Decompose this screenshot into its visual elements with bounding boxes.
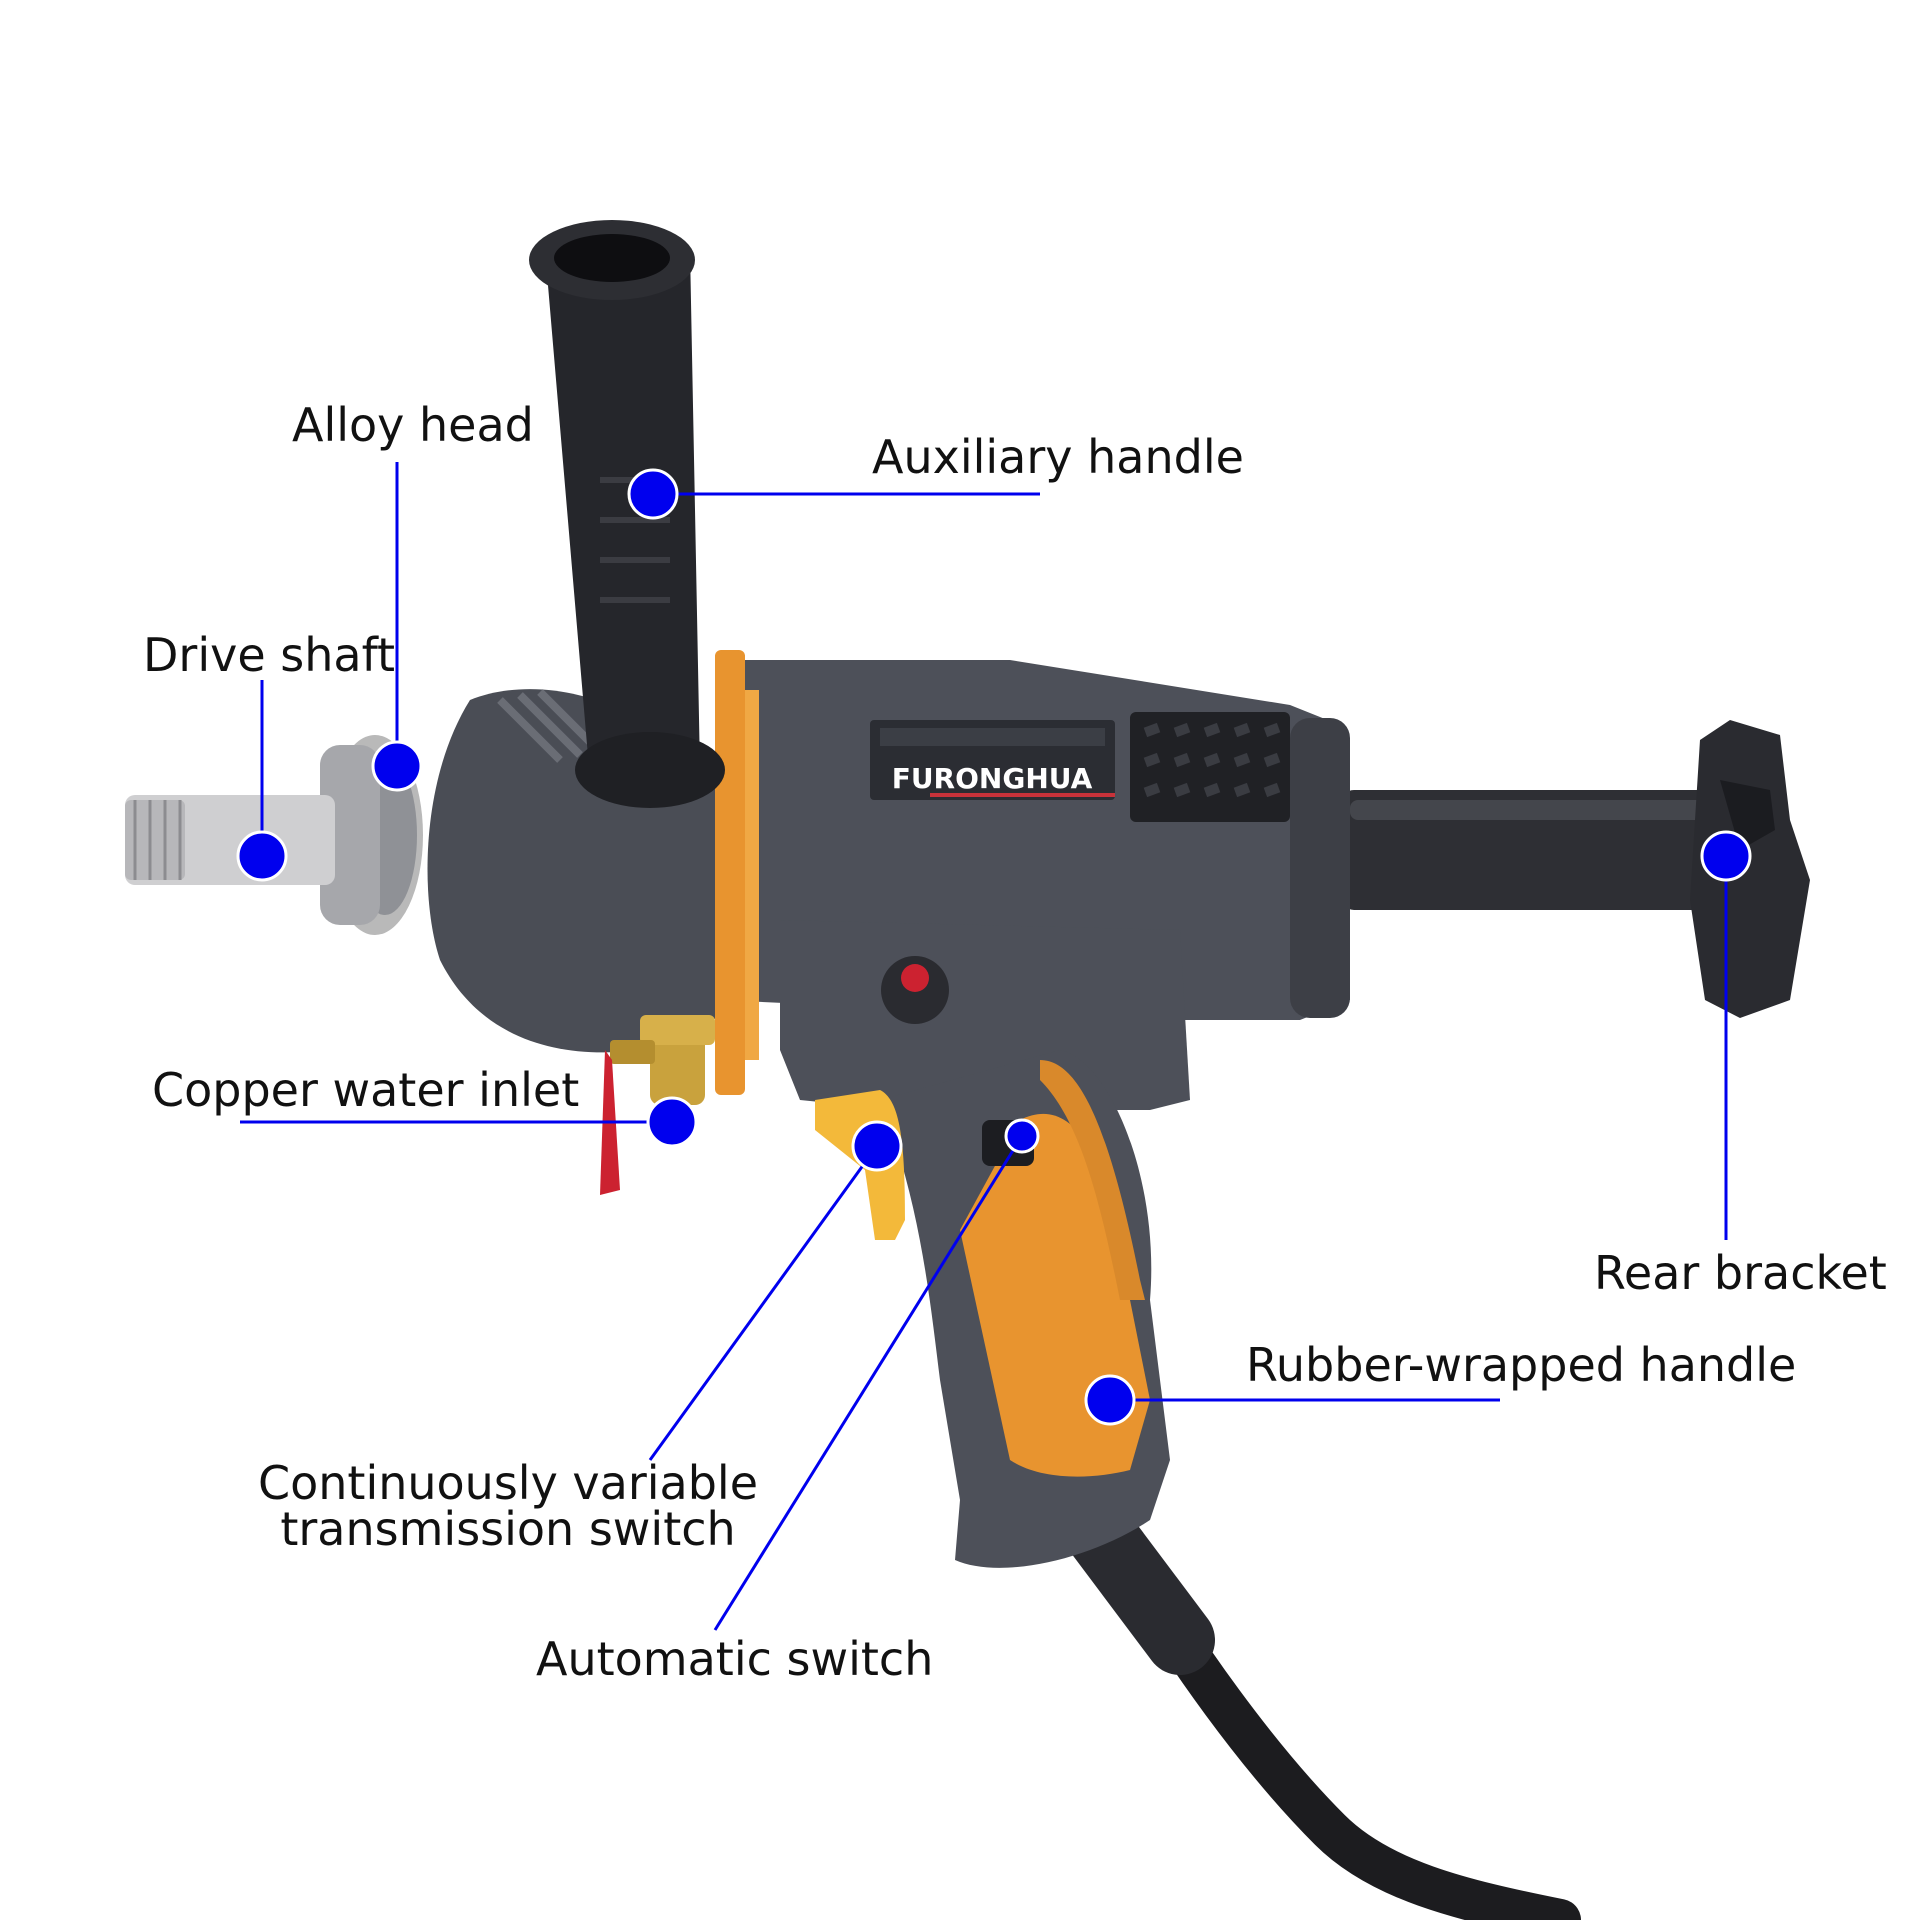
dot-icon xyxy=(851,1120,903,1172)
water-inlet-body xyxy=(650,1030,705,1105)
rear-bar-highlight xyxy=(1350,800,1730,820)
label-rubber-wrapped-handle: Rubber-wrapped handle xyxy=(1246,1338,1797,1392)
orange-collar-upper xyxy=(715,650,745,1095)
label-automatic-switch: Automatic switch xyxy=(536,1632,934,1686)
brand-text: FURONGHUA xyxy=(892,762,1093,795)
water-inlet-valve-stem xyxy=(610,1040,655,1064)
dot-icon xyxy=(646,1096,698,1148)
vent-grille xyxy=(1130,712,1290,822)
label-rear-bracket: Rear bracket xyxy=(1594,1246,1887,1300)
collar-ring xyxy=(320,745,380,925)
dot-icon xyxy=(1084,1374,1136,1426)
label-cvt-switch-line1: Continuously variable xyxy=(258,1456,759,1510)
label-cvt-switch-line2: transmission switch xyxy=(280,1502,736,1556)
vent-holes xyxy=(1143,722,1281,798)
label-drive-shaft: Drive shaft xyxy=(143,628,395,682)
nameplate-spec-strip xyxy=(880,728,1105,746)
grip-rubber-strip xyxy=(1040,1060,1145,1300)
callout-markers xyxy=(236,468,1752,1426)
auxiliary-handle-shaft xyxy=(545,235,700,797)
dot-icon xyxy=(1004,1118,1040,1154)
label-auxiliary-handle: Auxiliary handle xyxy=(872,430,1244,484)
auxiliary-handle-base xyxy=(575,732,725,808)
rear-bracket-notch xyxy=(1720,780,1775,850)
callout-lines xyxy=(240,462,1728,1631)
label-alloy-head: Alloy head xyxy=(292,398,534,452)
dot-icon xyxy=(371,740,423,792)
red-button xyxy=(901,964,929,992)
drive-shaft-threads xyxy=(125,800,185,880)
orange-collar-inner xyxy=(745,690,759,1060)
rear-bracket-shape xyxy=(1690,720,1810,1018)
lower-body xyxy=(780,920,1190,1110)
dot-icon xyxy=(236,830,288,882)
motor-rear-cap xyxy=(1290,718,1350,1018)
label-cvt-switch: Continuously variable transmission switc… xyxy=(258,1460,758,1552)
dot-icon xyxy=(1700,830,1752,882)
water-inlet-nut xyxy=(640,1015,715,1045)
dot-icon xyxy=(627,468,679,520)
auxiliary-handle-opening xyxy=(554,234,670,282)
thread-lines xyxy=(133,800,182,880)
line-cvt-switch xyxy=(648,1145,879,1461)
line-automatic-switch xyxy=(713,1135,1024,1631)
label-copper-water-inlet: Copper water inlet xyxy=(152,1063,580,1117)
